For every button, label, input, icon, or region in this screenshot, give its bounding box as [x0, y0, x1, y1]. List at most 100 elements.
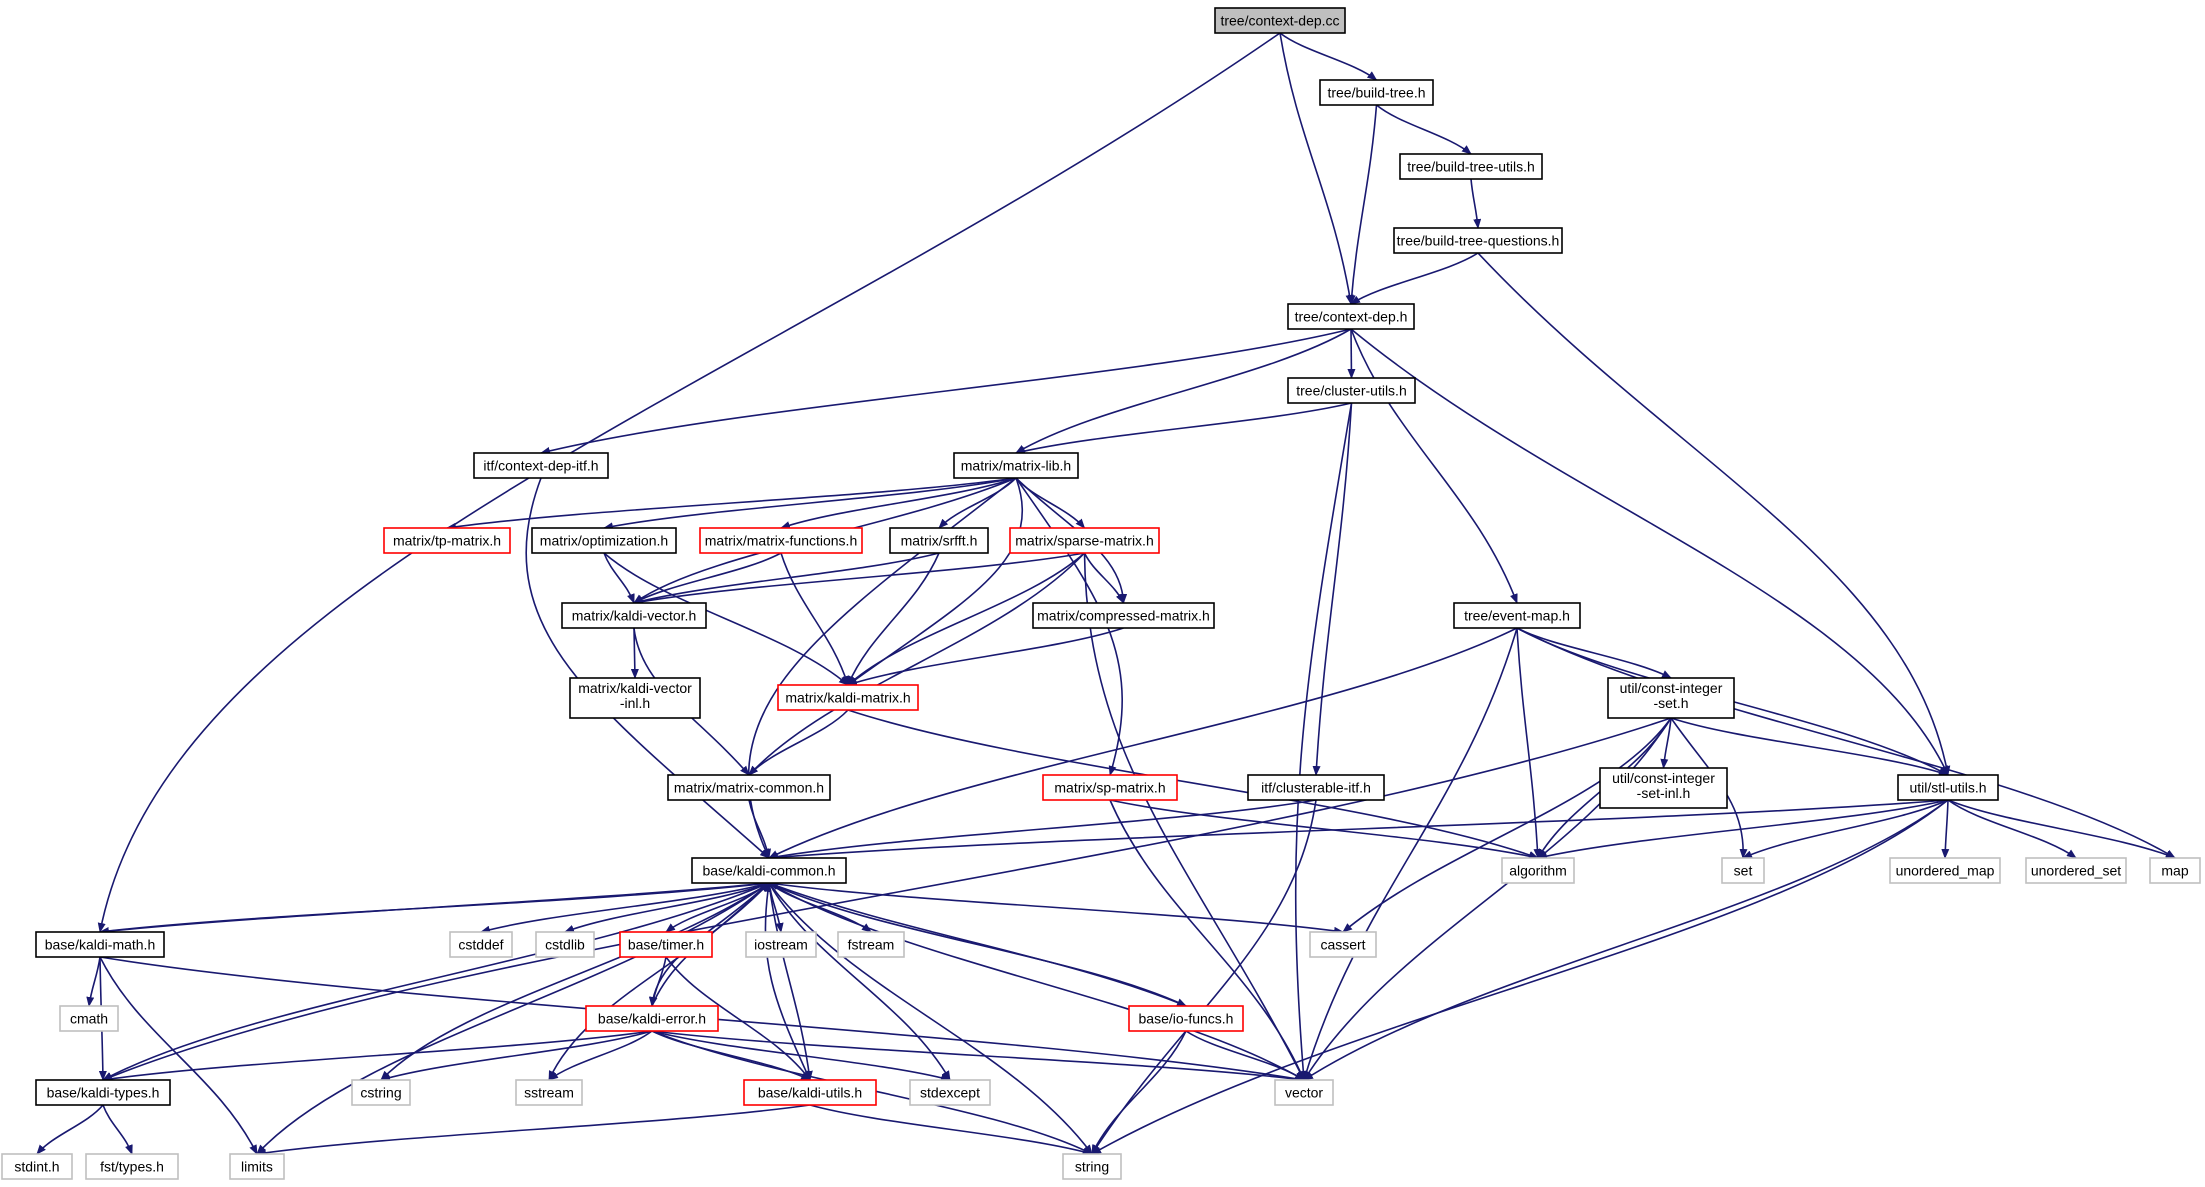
node-evmap[interactable]: tree/event-map.h [1453, 602, 1581, 629]
edge-cis-to-stlu [1670, 717, 1949, 776]
edge-mfun-to-kmat [780, 552, 850, 686]
node-label: itf/context-dep-itf.h [483, 458, 598, 474]
node-uset: unordered_set [2025, 857, 2127, 884]
edge-clutils-to-clitf [1312, 402, 1353, 776]
node-tpm[interactable]: matrix/tp-matrix.h [383, 527, 511, 554]
edge-clitf-to-kcom [768, 799, 1317, 861]
node-ctxcc[interactable]: tree/context-dep.cc [1214, 7, 1346, 34]
node-kmath[interactable]: base/kaldi-math.h [35, 931, 165, 958]
edge-mlib-to-spars [1015, 477, 1086, 529]
node-box [619, 931, 713, 958]
node-box [691, 857, 847, 884]
node-iof[interactable]: base/io-funcs.h [1128, 1005, 1244, 1032]
node-label: stdint.h [14, 1159, 59, 1175]
edge-kcom-to-cassert [768, 882, 1344, 935]
node-cassert: cassert [1309, 931, 1377, 958]
node-label: matrix/matrix-lib.h [961, 458, 1071, 474]
node-label: tree/build-tree.h [1327, 85, 1425, 101]
node-opt[interactable]: matrix/optimization.h [531, 527, 677, 554]
node-kerr[interactable]: base/kaldi-error.h [585, 1005, 719, 1032]
node-limits: limits [229, 1153, 285, 1180]
node-stlu[interactable]: util/stl-utils.h [1897, 774, 1999, 801]
edge-stlu-to-vector [1303, 799, 1949, 1081]
node-label: iostream [754, 937, 808, 953]
node-box [515, 1079, 583, 1106]
node-cstdlib: cstdlib [535, 931, 595, 958]
node-cstring: cstring [351, 1079, 411, 1106]
edge-kcom-to-iof [768, 882, 1187, 1007]
edge-stlu-to-umap [1941, 799, 1950, 859]
node-label: -inl.h [620, 695, 650, 711]
node-label: matrix/kaldi-vector.h [572, 608, 696, 624]
node-btq[interactable]: tree/build-tree-questions.h [1393, 227, 1563, 254]
node-box [1501, 857, 1575, 884]
edge-kcom-to-ktypes [102, 882, 770, 1081]
node-label: limits [241, 1159, 273, 1175]
node-box [229, 1153, 285, 1180]
edge-clitf-to-string [1091, 799, 1317, 1155]
edge-opt-to-kmat [603, 552, 849, 686]
node-box [531, 527, 677, 554]
edge-mlib-to-tpm [446, 477, 1017, 531]
node-label: matrix/sparse-matrix.h [1015, 533, 1153, 549]
node-cisinl[interactable]: util/const-integer-set-inl.h [1599, 767, 1728, 809]
edge-opt-to-kvec [603, 552, 635, 604]
node-cis[interactable]: util/const-integer-set.h [1607, 677, 1735, 719]
edge-spars-to-kmat [847, 552, 1086, 686]
node-box [953, 452, 1079, 479]
node-box [743, 1079, 877, 1106]
node-ctxdep[interactable]: tree/context-dep.h [1287, 303, 1415, 330]
node-box [745, 931, 817, 958]
node-kvinl[interactable]: matrix/kaldi-vector-inl.h [569, 677, 701, 719]
node-clutils[interactable]: tree/cluster-utils.h [1287, 377, 1416, 404]
node-label: tree/build-tree-utils.h [1407, 159, 1535, 175]
node-box [1721, 857, 1765, 884]
edge-kcom-to-vector [768, 882, 1305, 1081]
node-mcom[interactable]: matrix/matrix-common.h [667, 774, 831, 801]
node-kcom[interactable]: base/kaldi-common.h [691, 857, 847, 884]
node-box [1, 1153, 73, 1180]
node-label: string [1075, 1159, 1109, 1175]
node-ktypes[interactable]: base/kaldi-types.h [35, 1079, 171, 1106]
node-label: algorithm [1509, 863, 1567, 879]
node-box [777, 684, 919, 711]
node-box [1214, 7, 1346, 34]
node-timer[interactable]: base/timer.h [619, 931, 713, 958]
node-label: fst/types.h [100, 1159, 164, 1175]
node-kmat[interactable]: matrix/kaldi-matrix.h [777, 684, 919, 711]
edge-stlu-to-algo [1537, 799, 1949, 860]
node-btutils[interactable]: tree/build-tree-utils.h [1399, 153, 1543, 180]
node-ctxitf[interactable]: itf/context-dep-itf.h [473, 452, 609, 479]
node-box [889, 527, 989, 554]
node-spm[interactable]: matrix/sp-matrix.h [1042, 774, 1178, 801]
node-label: matrix/kaldi-vector [578, 680, 692, 696]
node-spars[interactable]: matrix/sparse-matrix.h [1009, 527, 1160, 554]
edge-evmap-to-algo [1516, 627, 1542, 859]
node-kvec[interactable]: matrix/kaldi-vector.h [561, 602, 707, 629]
edge-mcom-to-kcom [748, 799, 772, 859]
node-mlib[interactable]: matrix/matrix-lib.h [953, 452, 1079, 479]
edge-kmat-to-mcom [748, 709, 849, 776]
node-fsttypes: fst/types.h [85, 1153, 179, 1180]
node-kutils[interactable]: base/kaldi-utils.h [743, 1079, 877, 1106]
edge-srfft-to-kmat [847, 552, 940, 686]
node-box [351, 1079, 411, 1106]
node-srfft[interactable]: matrix/srfft.h [889, 527, 989, 554]
node-label: matrix/sp-matrix.h [1054, 780, 1165, 796]
edge-kcom-to-stdexc [768, 882, 951, 1081]
edge-cis-to-cisinl [1660, 717, 1672, 769]
edge-mfun-to-kvec [633, 552, 782, 604]
node-box [1309, 931, 1377, 958]
node-box [1009, 527, 1160, 554]
node-box [85, 1153, 179, 1180]
edge-cis-to-cassert [1342, 717, 1672, 933]
edge-mlib-to-mfun [780, 477, 1017, 529]
node-clitf[interactable]: itf/clusterable-itf.h [1247, 774, 1385, 801]
node-cmpr[interactable]: matrix/compressed-matrix.h [1032, 602, 1215, 629]
node-buildtree[interactable]: tree/build-tree.h [1319, 79, 1434, 106]
node-stdexc: stdexcept [909, 1079, 991, 1106]
node-label: map [2161, 863, 2188, 879]
node-mfun[interactable]: matrix/matrix-functions.h [699, 527, 863, 554]
dependency-edges [36, 32, 2176, 1157]
edge-ktypes-to-fsttypes [102, 1104, 133, 1155]
